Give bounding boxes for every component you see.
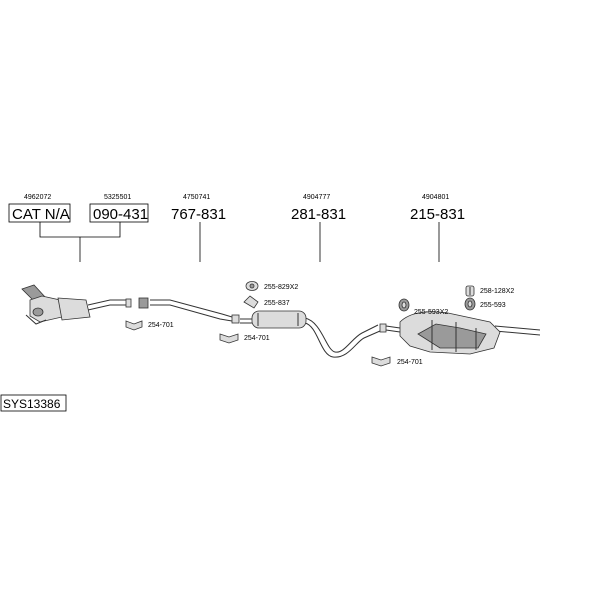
- accessory-code-2: 255-829X2: [264, 284, 298, 291]
- rear-silencer[interactable]: [385, 311, 501, 355]
- accessory-code-5: 255-593X2: [414, 309, 448, 316]
- accessory-code-3: 255-837: [264, 300, 290, 307]
- part-code-2[interactable]: 090-431: [93, 206, 148, 223]
- accessory-code-6: 258-128X2: [480, 288, 514, 295]
- rubber-mount-icon[interactable]: [464, 297, 476, 311]
- system-code-box: [0, 394, 67, 412]
- part-number-3: 4750741: [183, 194, 210, 201]
- exhaust-pipes: [87, 299, 541, 358]
- leader-lines: [39, 222, 440, 262]
- hanger-icon[interactable]: [245, 281, 259, 291]
- accessory-code-7: 255-593: [480, 302, 506, 309]
- clamp-icon[interactable]: [371, 356, 391, 367]
- rubber-mount-icon[interactable]: [398, 298, 410, 312]
- system-code: SYS13386: [3, 397, 61, 411]
- part-code-box-2: [89, 203, 149, 223]
- part-code-1[interactable]: CAT N/A: [12, 206, 70, 223]
- part-code-box-1: [8, 203, 71, 223]
- part-code-5[interactable]: 215-831: [410, 206, 465, 223]
- part-number-1: 4962072: [24, 194, 51, 201]
- accessory-code-1: 254-701: [148, 322, 174, 329]
- part-number-2: 5325501: [104, 194, 131, 201]
- part-code-3[interactable]: 767-831: [171, 206, 226, 223]
- accessory-code-4: 254-701: [244, 335, 270, 342]
- catalytic-converter[interactable]: [21, 284, 91, 325]
- clamp-icon[interactable]: [125, 320, 143, 331]
- pipe-flanges: [125, 297, 387, 333]
- bracket-icon[interactable]: [243, 295, 259, 309]
- accessory-code-8: 254-701: [397, 359, 423, 366]
- clamp-icon[interactable]: [219, 333, 239, 344]
- part-number-5: 4904801: [422, 194, 449, 201]
- middle-silencer[interactable]: [240, 310, 307, 329]
- part-number-4: 4904777: [303, 194, 330, 201]
- hanger-icon[interactable]: [465, 285, 475, 297]
- part-code-4[interactable]: 281-831: [291, 206, 346, 223]
